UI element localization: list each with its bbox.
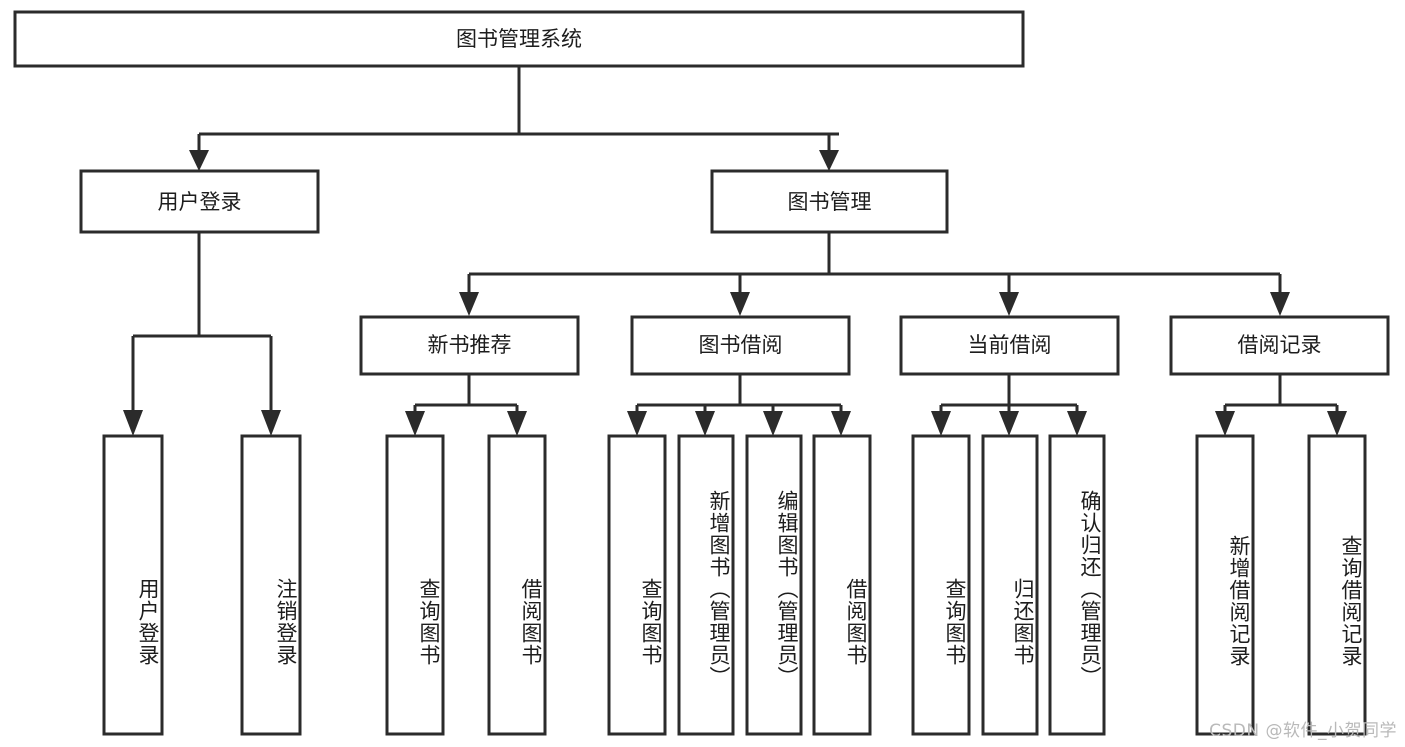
leaf-box-new-book-2[interactable] <box>487 434 547 736</box>
node-borrow-record[interactable]: 借阅记录 <box>1169 315 1390 376</box>
arrowhead-book-borrow-leaf-3 <box>763 411 783 436</box>
node-current-borrow[interactable]: 当前借阅 <box>899 315 1120 376</box>
arrowhead-new-book <box>459 292 479 316</box>
connector-group-root <box>189 66 839 171</box>
connector-group-user-login-leaves <box>123 232 281 436</box>
node-borrow-record-label: 借阅记录 <box>1238 333 1322 357</box>
node-book-manage[interactable]: 图书管理 <box>710 169 949 234</box>
node-user-login-box[interactable] <box>79 169 320 234</box>
arrowhead-book-manage <box>819 150 839 171</box>
arrowhead-borrow-record-leaf-2 <box>1327 411 1347 436</box>
leaf-box-borrow-record-2[interactable] <box>1307 434 1367 736</box>
connector-group-current-borrow-leaves <box>931 374 1087 436</box>
connector-group-book-manage <box>459 232 1290 316</box>
leaf-box-user-login-1[interactable] <box>102 434 164 736</box>
arrowhead-book-borrow-leaf-2 <box>695 411 715 436</box>
node-new-book-recommend[interactable]: 新书推荐 <box>359 315 580 376</box>
node-root-box[interactable] <box>13 10 1025 68</box>
arrowhead-current-borrow-leaf-2 <box>999 411 1019 436</box>
leaf-box-user-login-2[interactable] <box>240 434 302 736</box>
arrowhead-current-borrow-leaf-3 <box>1067 411 1087 436</box>
node-root-label: 图书管理系统 <box>456 27 582 51</box>
arrowhead-current-borrow <box>999 292 1019 316</box>
node-current-borrow-box[interactable] <box>899 315 1120 376</box>
leaf-box-borrow-record-1[interactable] <box>1195 434 1255 736</box>
node-book-manage-label: 图书管理 <box>788 190 872 214</box>
node-root[interactable]: 图书管理系统 <box>13 10 1025 68</box>
node-user-login-label: 用户登录 <box>158 190 242 214</box>
leaf-box-current-borrow-3[interactable] <box>1048 434 1106 736</box>
arrowhead-user-login-leaf-1 <box>123 410 143 436</box>
arrowhead-borrow-record-leaf-1 <box>1215 411 1235 436</box>
node-book-borrow-box[interactable] <box>630 315 851 376</box>
connector-group-new-book-leaves <box>405 374 527 436</box>
leaf-box-book-borrow-1[interactable] <box>607 434 667 736</box>
arrowhead-user-login <box>189 150 209 171</box>
arrowhead-current-borrow-leaf-1 <box>931 411 951 436</box>
arrowhead-book-borrow-leaf-1 <box>627 411 647 436</box>
arrowhead-new-book-leaf-2 <box>507 411 527 436</box>
connector-group-borrow-record-leaves <box>1215 374 1347 436</box>
node-user-login[interactable]: 用户登录 <box>79 169 320 234</box>
leaf-box-book-borrow-2[interactable] <box>677 434 735 736</box>
leaf-box-current-borrow-1[interactable] <box>911 434 971 736</box>
arrowhead-user-login-leaf-2 <box>261 410 281 436</box>
node-new-book-recommend-label: 新书推荐 <box>428 333 512 357</box>
leaf-box-new-book-1[interactable] <box>385 434 445 736</box>
node-borrow-record-box[interactable] <box>1169 315 1390 376</box>
connector-group-book-borrow-leaves <box>627 374 851 436</box>
leaf-box-current-borrow-2[interactable] <box>981 434 1039 736</box>
arrowhead-borrow-record <box>1270 292 1290 316</box>
node-book-borrow[interactable]: 图书借阅 <box>630 315 851 376</box>
leaf-box-book-borrow-3[interactable] <box>745 434 803 736</box>
arrowhead-book-borrow <box>730 292 750 316</box>
node-current-borrow-label: 当前借阅 <box>968 333 1052 357</box>
arrowhead-new-book-leaf-1 <box>405 411 425 436</box>
arrowhead-book-borrow-leaf-4 <box>831 411 851 436</box>
node-book-borrow-label: 图书借阅 <box>699 333 783 357</box>
csdn-watermark: CSDN @软件_小贺同学 <box>1209 721 1397 741</box>
leaf-box-book-borrow-4[interactable] <box>812 434 872 736</box>
